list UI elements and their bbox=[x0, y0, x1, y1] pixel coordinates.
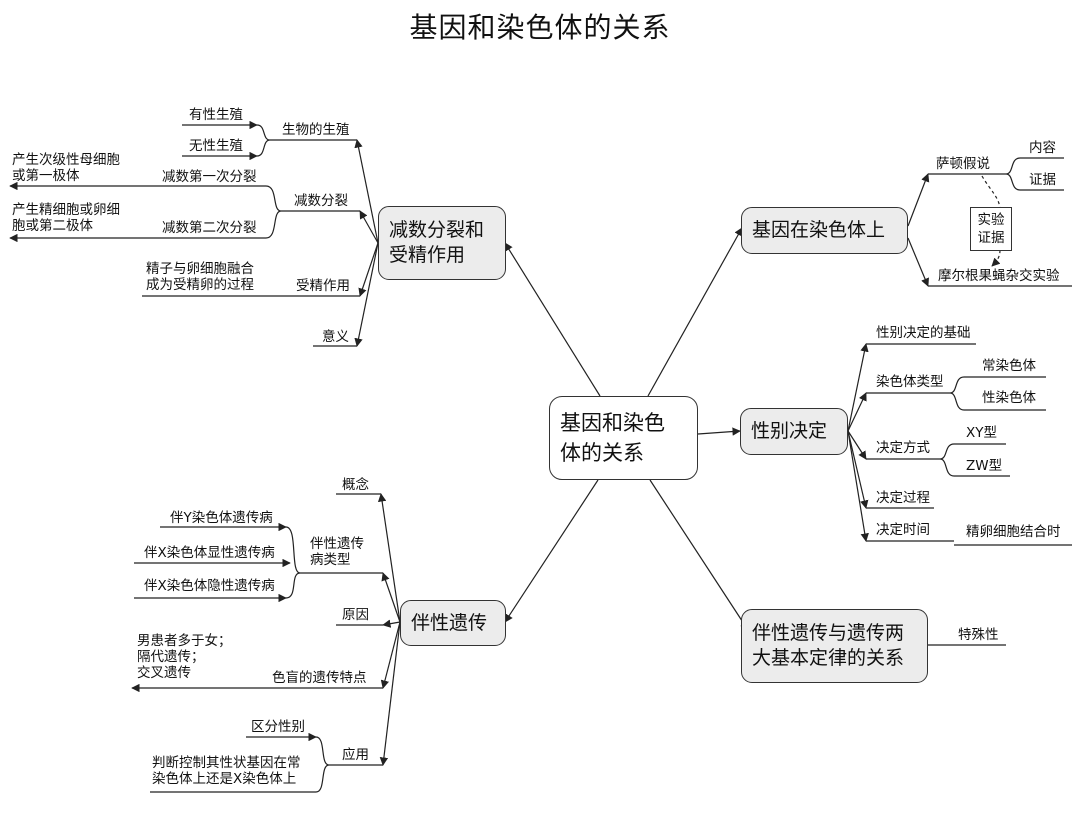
label-chromosome-types: 染色体类型 bbox=[876, 374, 944, 390]
label-second-division-detail: 产生精细胞或卵细 胞或第二极体 bbox=[12, 202, 120, 234]
label-disease-types: 伴性遗传 病类型 bbox=[310, 536, 364, 568]
edge-sl-concept bbox=[377, 493, 401, 623]
evidence-box: 实验 证据 bbox=[970, 207, 1012, 251]
label-zw-type: ZW型 bbox=[966, 458, 1003, 474]
edge-sl-reason bbox=[382, 619, 401, 628]
label-fertilization-detail: 精子与卵细胞融合 成为受精卵的过程 bbox=[146, 261, 254, 293]
label-sexual-reproduction: 有性生殖 bbox=[189, 107, 243, 123]
edge-sex-process bbox=[847, 430, 869, 509]
node-sex-linked[interactable]: 伴性遗传 bbox=[400, 600, 506, 646]
label-application: 应用 bbox=[342, 747, 369, 763]
label-reproduction: 生物的生殖 bbox=[282, 122, 350, 138]
label-color-blind: 色盲的遗传特点 bbox=[272, 670, 367, 686]
edge-meiosis-repro bbox=[354, 139, 379, 244]
edge-sex-methods bbox=[847, 430, 867, 460]
label-determination-method: 决定方式 bbox=[876, 440, 930, 456]
label-sutton-hypothesis: 萨顿假说 bbox=[936, 156, 990, 172]
edge-center-relation bbox=[649, 479, 749, 631]
edge-sl-colorblind bbox=[380, 621, 401, 689]
bracket-app bbox=[315, 736, 330, 793]
label-morgan-experiment: 摩尔根果蝇杂交实验 bbox=[938, 268, 1060, 284]
edge-meiosis-fert bbox=[358, 242, 379, 297]
edge-sex-time bbox=[847, 430, 869, 542]
bracket-types bbox=[949, 376, 965, 411]
label-xy-type: XY型 bbox=[966, 425, 997, 441]
label-basis: 性别决定的基础 bbox=[876, 325, 971, 341]
label-x-recessive: 伴X染色体隐性遗传病 bbox=[144, 578, 275, 594]
edge-sex-basis bbox=[847, 343, 869, 432]
edge-sl-app bbox=[379, 621, 401, 766]
bracket-repro bbox=[256, 124, 271, 157]
label-autosome: 常染色体 bbox=[982, 358, 1036, 374]
edge-center-gene bbox=[647, 227, 743, 397]
label-x-dominant: 伴X染色体显性遗传病 bbox=[144, 545, 275, 561]
label-second-division: 减数第二次分裂 bbox=[162, 220, 257, 236]
edge-gene-sutton bbox=[907, 173, 930, 227]
label-proof: 证据 bbox=[1029, 172, 1056, 188]
label-y-linked: 伴Y染色体遗传病 bbox=[170, 510, 273, 526]
label-distinguish-sex: 区分性别 bbox=[251, 719, 305, 735]
bracket-division bbox=[265, 185, 282, 239]
label-reason: 原因 bbox=[342, 607, 369, 623]
label-meiosis-division: 减数分裂 bbox=[294, 193, 348, 209]
node-relation[interactable]: 伴性遗传与遗传两 大基本定律的关系 bbox=[741, 609, 928, 683]
label-content: 内容 bbox=[1029, 140, 1056, 156]
label-concept: 概念 bbox=[342, 477, 369, 493]
node-sex-determination[interactable]: 性别决定 bbox=[740, 408, 848, 455]
label-fertilization: 受精作用 bbox=[296, 278, 350, 294]
label-special: 特殊性 bbox=[958, 627, 999, 643]
edge-sex-types bbox=[847, 392, 867, 432]
label-first-division-detail: 产生次级性母细胞 或第一极体 bbox=[12, 152, 120, 184]
node-meiosis[interactable]: 减数分裂和 受精作用 bbox=[378, 206, 506, 280]
edge-center-sexlinked bbox=[504, 479, 599, 623]
bracket-methods bbox=[939, 443, 955, 477]
edge-meiosis-meaning bbox=[354, 242, 379, 347]
label-first-division: 减数第一次分裂 bbox=[162, 169, 257, 185]
label-sex-chromosome: 性染色体 bbox=[982, 390, 1036, 406]
diagram-title: 基因和染色体的关系 bbox=[409, 11, 671, 44]
edge-center-meiosis bbox=[504, 242, 601, 397]
edge-gene-morgan bbox=[907, 237, 929, 287]
label-judge-gene: 判断控制其性状基因在常 染色体上还是X染色体上 bbox=[152, 755, 301, 787]
label-determination-time-detail: 精卵细胞结合时 bbox=[966, 524, 1061, 540]
bracket-sutton bbox=[1005, 157, 1021, 191]
edge-center-sex bbox=[697, 427, 741, 436]
edge-sl-types bbox=[381, 572, 401, 623]
node-gene-on-chromosome[interactable]: 基因在染色体上 bbox=[741, 207, 908, 254]
bracket-disease bbox=[285, 526, 301, 599]
center-node[interactable]: 基因和染色 体的关系 bbox=[549, 396, 698, 480]
edge-meiosis-division bbox=[359, 210, 379, 244]
label-determination-time: 决定时间 bbox=[876, 522, 930, 538]
label-color-blind-detail: 男患者多于女； 隔代遗传； 交叉遗传 bbox=[137, 633, 232, 681]
label-determination-process: 决定过程 bbox=[876, 490, 930, 506]
label-meaning: 意义 bbox=[322, 329, 349, 345]
label-asexual-reproduction: 无性生殖 bbox=[189, 138, 243, 154]
